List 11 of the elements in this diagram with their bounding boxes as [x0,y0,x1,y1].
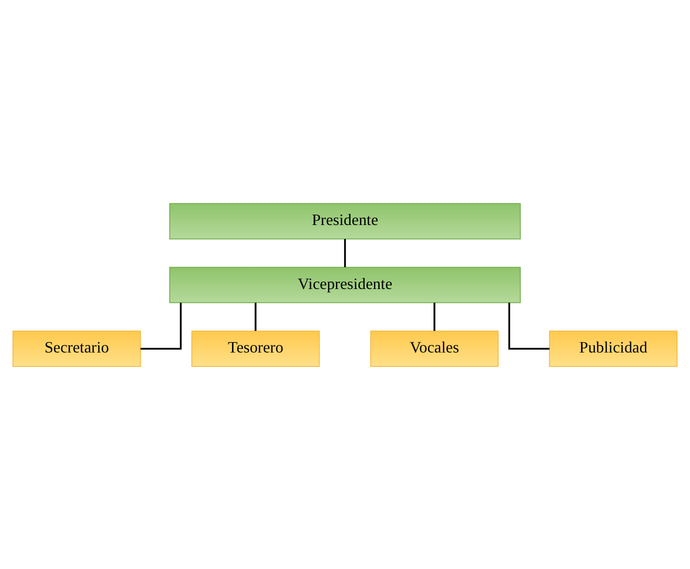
node-box: Secretario [12,330,141,366]
connector [140,302,182,350]
node-box: Publicidad [549,330,678,366]
node-box: Vicepresidente [169,266,521,303]
connector [434,302,436,330]
node-box: Tesorero [191,330,320,366]
node-box: Presidente [169,202,521,239]
connector [344,238,346,267]
node-box: Vocales [370,330,499,366]
connector [254,302,256,330]
connector [508,302,550,350]
